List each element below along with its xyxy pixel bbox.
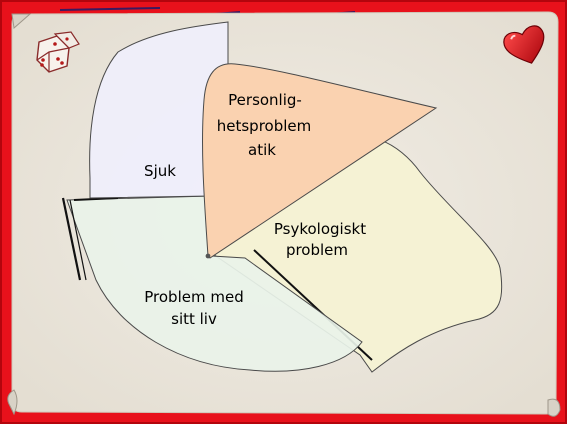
- label-psykologiskt-line-1: Psykologiskt: [274, 220, 366, 238]
- label-sjuk-line-1: Sjuk: [144, 162, 176, 180]
- label-psykologiskt-line-2: problem: [286, 241, 348, 259]
- label-personlighet-line-3: atik: [248, 141, 276, 159]
- label-personlighet-line-2: hetsproblem: [217, 117, 312, 135]
- paper-curl-bottom-right: [548, 399, 560, 416]
- label-problem-liv-line-2: sitt liv: [171, 310, 217, 328]
- label-personlighet-line-1: Personlig-: [228, 91, 302, 109]
- label-problem-liv-line-1: Problem med: [144, 288, 243, 306]
- segment-label-sjuk: Sjuk: [144, 162, 176, 180]
